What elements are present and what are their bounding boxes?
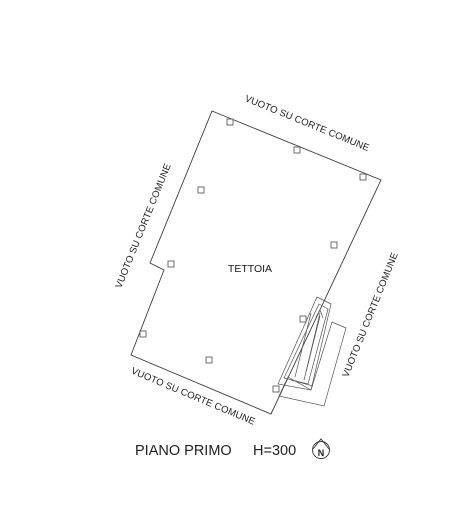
- pillars: [139, 118, 367, 393]
- stair-arrow-shaft: [305, 312, 321, 373]
- pillar: [167, 260, 175, 268]
- surrounding-label-right: VUOTO SU CORTE COMUNE: [341, 251, 401, 379]
- pillar: [330, 241, 338, 249]
- north-arrow-icon: N: [312, 438, 330, 459]
- building-outline: [130, 110, 382, 415]
- pillar: [272, 385, 280, 393]
- surrounding-label-bottom: VUOTO SU CORTE COMUNE: [129, 366, 256, 428]
- pillar: [205, 356, 213, 364]
- stair-line-3: [290, 379, 314, 387]
- pillar: [293, 146, 301, 154]
- staircase: [277, 296, 347, 407]
- pillar: [197, 186, 205, 194]
- staircase-inner: [283, 303, 329, 385]
- pillar: [139, 330, 147, 338]
- floor-height-caption: H=300: [253, 443, 296, 459]
- stair-arrow-head: [315, 309, 324, 319]
- north-letter: N: [318, 448, 325, 458]
- pillar: [359, 173, 367, 181]
- floor-name-caption: PIANO PRIMO: [135, 443, 232, 459]
- pillar: [226, 118, 234, 126]
- stair-line-1: [294, 312, 312, 378]
- surrounding-label-top: VUOTO SU CORTE COMUNE: [243, 93, 371, 154]
- staircase-landing: [278, 321, 347, 407]
- room-label: TETTOIA: [228, 263, 272, 275]
- pillar: [299, 315, 307, 323]
